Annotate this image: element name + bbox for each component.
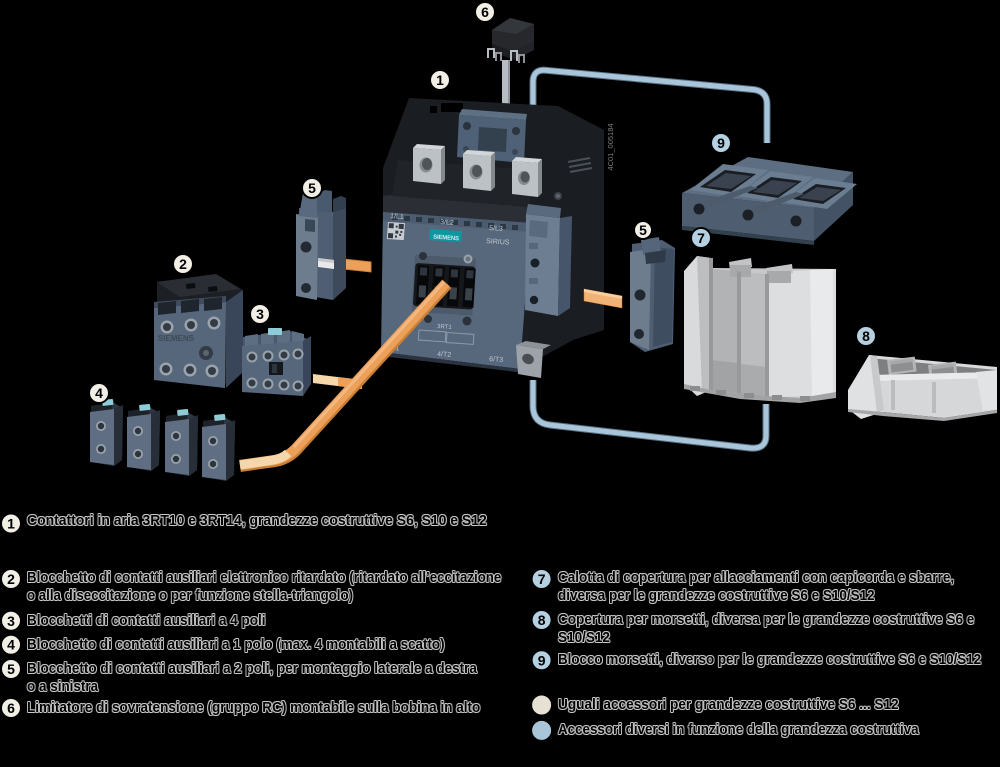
svg-text:SIEMENS: SIEMENS <box>158 334 195 343</box>
svg-text:4C01_005184: 4C01_005184 <box>606 123 615 170</box>
svg-text:7: 7 <box>538 571 546 587</box>
svg-text:9: 9 <box>538 652 546 668</box>
svg-text:SIEMENS: SIEMENS <box>433 235 459 243</box>
svg-text:1: 1 <box>436 72 444 88</box>
svg-text:6: 6 <box>481 4 489 20</box>
svg-text:3: 3 <box>7 613 15 629</box>
svg-text:3: 3 <box>256 306 264 322</box>
svg-text:8: 8 <box>862 328 870 344</box>
svg-text:5: 5 <box>308 180 316 196</box>
svg-text:2: 2 <box>179 256 187 272</box>
svg-text:3/L2: 3/L2 <box>440 219 454 227</box>
svg-text:6/T3: 6/T3 <box>489 356 504 364</box>
svg-text:4/T2: 4/T2 <box>437 351 452 359</box>
svg-text:5/L3: 5/L3 <box>489 225 503 233</box>
svg-text:1/L1: 1/L1 <box>390 213 404 221</box>
svg-text:1: 1 <box>7 516 15 532</box>
svg-text:4: 4 <box>95 385 103 401</box>
svg-text:7: 7 <box>697 230 705 246</box>
svg-text:6: 6 <box>7 700 15 716</box>
svg-text:SIRIUS: SIRIUS <box>486 238 510 247</box>
svg-text:5: 5 <box>639 222 647 238</box>
svg-text:5: 5 <box>7 661 15 677</box>
svg-text:2: 2 <box>7 571 15 587</box>
svg-text:8: 8 <box>538 612 546 628</box>
svg-text:4: 4 <box>7 637 15 653</box>
svg-text:3RT1: 3RT1 <box>437 324 453 331</box>
svg-text:9: 9 <box>717 135 725 151</box>
